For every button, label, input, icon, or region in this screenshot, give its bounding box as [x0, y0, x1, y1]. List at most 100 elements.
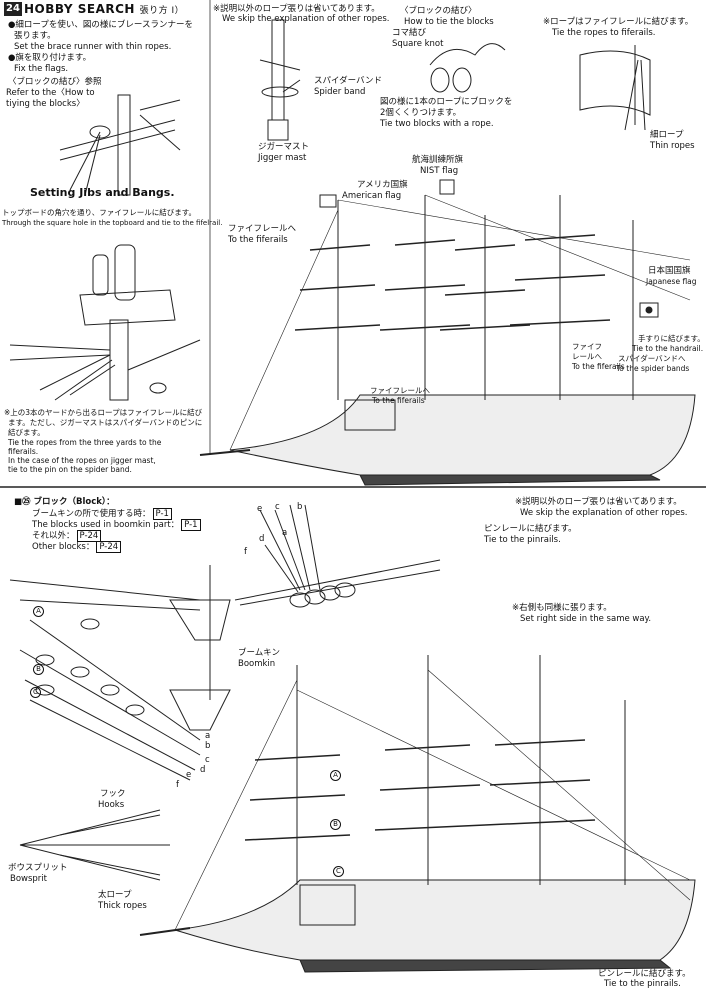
handrail-en: Tie to the handrail. [632, 344, 704, 353]
us-flag-en: American flag [342, 191, 402, 201]
three-yards-en-2: fiferails. [8, 447, 39, 456]
fiferail-label-3-ja: ファイフレールへ [370, 386, 430, 395]
topboard-text-en: Through the square hole in the topboard … [2, 219, 223, 227]
rope-letter-f: f [176, 780, 179, 790]
jp-flag-ja: 日本国国旗 [648, 266, 691, 276]
thin-ropes-ja: 細ロープ [650, 130, 684, 140]
block-box-line-3-text: それ以外： [32, 531, 75, 541]
thick-ropes-en: Thick ropes [98, 901, 147, 911]
rope-letter-a: a [205, 731, 211, 741]
block-tie-title-ja: 〈ブロックの結び〉 [400, 6, 477, 16]
spider-band-label-en: Spider band [314, 87, 366, 97]
right-side-en: Set right side in the same way. [520, 614, 652, 624]
block-box-line-4: Other blocks：P-24 [32, 541, 122, 553]
flags-text-en: Fix the flags. [14, 64, 69, 74]
brace-runner-text-en: Set the brace runner with thin ropes. [14, 42, 172, 52]
boomkin-figure [234, 504, 441, 608]
flags-text-ja: ●旗を取り付けます。 [8, 53, 92, 63]
jigger-mast-label-ja: ジガーマスト [258, 142, 310, 152]
pinrail-label-en: Tie to the pinrails. [484, 535, 561, 545]
block-tie-desc-ja-1: 図の様に1本のロープにブロックを [380, 97, 513, 107]
fiferail-note-ja: ※ロープはファイフレールに結びます。 [543, 17, 694, 27]
block-box-line-1-text: ブームキンの所で使用する時： [32, 509, 151, 519]
block-box-line-2-text: The blocks used in boomkin part： [32, 520, 180, 530]
three-yards-ja-3: 結びます。 [8, 428, 45, 437]
rope-letter-e: e [186, 770, 192, 780]
boomkin-letter-a: a [282, 528, 288, 538]
fiferail-figure [579, 45, 651, 131]
pinrail-label-ja: ピンレールに結びます。 [484, 524, 577, 534]
fiferail-label-3-en: To the fiferails [372, 396, 425, 405]
block-tie-title-en: How to tie the blocks [404, 17, 494, 27]
thin-ropes-en: Thin ropes [650, 141, 695, 151]
spider-band-label-ja: スパイダーバンド [314, 76, 383, 86]
section-title-jibs: Setting Jibs and Bangs. [30, 186, 175, 199]
bowsprit-label-ja: ボウスプリット [8, 863, 68, 873]
rope-label-a-left: A [33, 606, 44, 617]
rope-label-a-ship: A [330, 770, 341, 781]
bottom-skip-ja: ※説明以外のロープ張りは省いてあります。 [515, 497, 682, 507]
brand-watermark: HOBBY SEARCH [24, 2, 135, 16]
boomkin-label-en: Boomkin [238, 659, 276, 669]
fiferail-label-1-en: To the fiferails [228, 235, 288, 245]
rope-letter-d: d [200, 765, 206, 775]
block-box-line-1-value: P-1 [152, 508, 172, 520]
skip-note-en: We skip the explanation of other ropes. [222, 14, 390, 24]
fiferail-label-2-ja-2: レールへ [572, 352, 602, 361]
rope-label-b-ship: B [330, 819, 341, 830]
three-yards-ja-2: ます。ただし、ジガーマストはスパイダーバンドのピンに [8, 418, 203, 427]
hooks-label-ja: フック [100, 789, 126, 799]
boomkin-letter-b: b [297, 502, 303, 512]
boomkin-letter-d: d [259, 534, 265, 544]
header-title-suffix: 張り方 I） [139, 6, 185, 16]
block-tie-desc-en: Tie two blocks with a rope. [380, 119, 494, 129]
pinrail-label-2-ja: ピンレールに結びます。 [598, 969, 691, 979]
block-ref-en-1: Refer to the〈How to [6, 88, 95, 98]
block-box-title: ■㉕ ブロック（Block）： [14, 497, 115, 507]
block-box-line-1: ブームキンの所で使用する時：P-1 [32, 508, 172, 520]
jigger-mast-figure [259, 19, 301, 141]
hooks-label-en: Hooks [98, 800, 125, 810]
fiferail-label-1-ja: ファイフレールへ [228, 224, 297, 234]
three-yards-ja-1: ※上の3本のヤードから出るロープはファイフレールに結び [4, 408, 203, 417]
three-yards-en-1: Tie the ropes from the three yards to th… [8, 438, 162, 447]
block-tie-figure [429, 43, 506, 93]
rope-label-c-ship: C [333, 866, 344, 877]
jib-detail-figure [9, 565, 231, 781]
rope-label-c-left: C [30, 687, 41, 698]
step-number-badge: 24 [4, 2, 22, 16]
ship-lower [139, 655, 696, 973]
block-box-line-4-value: P-24 [96, 541, 122, 553]
spider-bands-ja: スパイダーバンドへ [618, 354, 686, 363]
bowsprit-figure [19, 809, 170, 881]
boomkin-letter-e: e [257, 504, 263, 514]
page-header: HOBBY SEARCH 張り方 I） [24, 2, 184, 16]
rope-letter-c: c [205, 755, 210, 765]
bottom-skip-en: We skip the explanation of other ropes. [520, 508, 688, 518]
block-box-line-2: The blocks used in boomkin part：P-1 [32, 519, 201, 531]
nist-flag-ja: 航海訓練所旗 [412, 155, 464, 165]
nist-flag-en: NIST flag [420, 166, 459, 176]
thick-ropes-ja: 太ロープ [98, 890, 132, 900]
block-box-line-3: それ以外：P-24 [32, 530, 102, 542]
ship-upper [199, 179, 696, 486]
fiferail-label-2-en: To the fiferails [572, 362, 625, 371]
square-knot-en: Square knot [392, 39, 444, 49]
right-side-ja: ※右側も同様に張ります。 [512, 603, 612, 613]
brace-runner-text-ja-2: 張ります。 [14, 31, 56, 41]
fiferail-note-en: Tie the ropes to fiferails. [552, 28, 656, 38]
block-ref-ja: 〈ブロックの結び〉参照 [8, 77, 102, 87]
block-box-line-2-value: P-1 [181, 519, 201, 531]
pinrail-label-2-en: Tie to the pinrails. [604, 979, 681, 989]
square-knot-ja: コマ結び [392, 28, 427, 38]
boomkin-letter-f: f [244, 547, 247, 557]
block-box-line-4-text: Other blocks： [32, 542, 95, 552]
boomkin-label-ja: ブームキン [238, 648, 280, 658]
topboard-figure [9, 244, 201, 401]
brace-runner-text-ja: ●細ロープを使い、図の様にブレースランナーを [8, 20, 193, 30]
fiferail-label-2-ja-1: ファイフ [572, 342, 602, 351]
block-ref-en-2: tiying the blocks〉 [6, 99, 85, 109]
topboard-text-ja: トップボードの角穴を通り、ファイフレールに結びます。 [2, 208, 196, 217]
handrail-ja: 手すりに結びます。 [638, 334, 705, 343]
